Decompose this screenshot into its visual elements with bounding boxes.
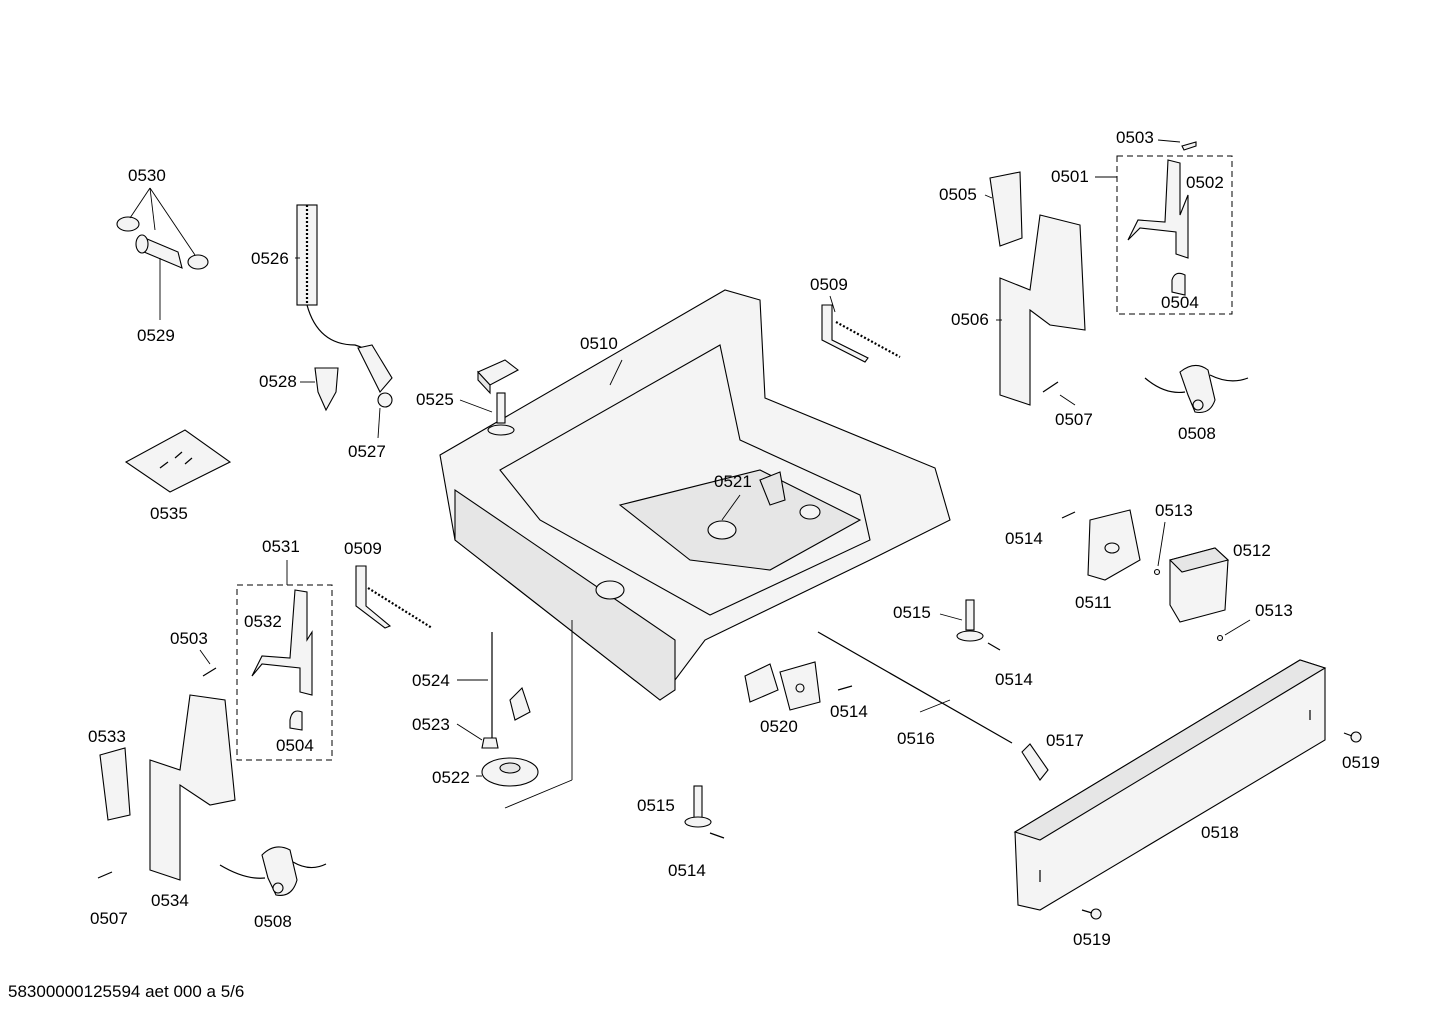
small-screws [709,511,1251,839]
label-0525: 0525 [416,390,454,409]
label-0509: 0509 [344,539,382,558]
label-0534: 0534 [151,891,189,910]
hinge-assembly-group-left [236,560,333,761]
channel-part-0521 [759,471,786,506]
label-0506: 0506 [951,310,989,329]
label-0535: 0535 [150,504,188,523]
door-spring-top [821,295,901,363]
hinge-cover-left [99,747,131,821]
hose-with-clamps [116,187,209,320]
screw-0507-top [1042,381,1076,406]
label-0508: 0508 [254,912,292,931]
hinge-bracket [996,214,1086,406]
float-assembly [456,632,539,787]
knob-0517 [1021,743,1049,781]
label-0529: 0529 [137,326,175,345]
label-0526: 0526 [251,249,289,268]
hinge-bracket-left [149,694,236,881]
hinge-hub-left [219,846,327,896]
label-0528: 0528 [259,372,297,391]
valve-0520 [744,661,821,711]
label-0505: 0505 [939,185,977,204]
label-0510: 0510 [580,334,618,353]
drain-hose [295,204,393,439]
label-0517: 0517 [1046,731,1084,750]
label-0507: 0507 [90,909,128,928]
label-0519: 0519 [1342,753,1380,772]
label-0513: 0513 [1155,501,1193,520]
hinge-cover [984,171,1023,247]
label-0513: 0513 [1255,601,1293,620]
label-0504: 0504 [276,736,314,755]
switch-housing [1087,509,1141,581]
label-0522: 0522 [432,768,470,787]
rod-0516 [817,631,1013,744]
label-0501: 0501 [1051,167,1089,186]
hinge-assembly-group [1095,139,1233,315]
label-0532: 0532 [244,612,282,631]
label-0512: 0512 [1233,541,1271,560]
label-0514: 0514 [668,861,706,880]
label-0533: 0533 [88,727,126,746]
label-0527: 0527 [348,442,386,461]
label-0518: 0518 [1201,823,1239,842]
label-0508: 0508 [1178,424,1216,443]
screw-0503-left [199,649,217,677]
fastener-bag [124,429,232,493]
label-0503: 0503 [1116,128,1154,147]
label-0516: 0516 [897,729,935,748]
label-0523: 0523 [412,715,450,734]
label-0511: 0511 [1075,593,1112,612]
door-spring-bottom [355,565,433,629]
label-0519: 0519 [1073,930,1111,949]
screw-0507-left [97,871,113,879]
foot-block-and-screw [459,359,520,436]
switch-cover [1168,547,1230,623]
label-0531: 0531 [262,537,300,556]
label-0504: 0504 [1161,293,1199,312]
label-0502: 0502 [1186,173,1224,192]
adjustable-foot-bottom [684,785,712,828]
document-footer: 58300000125594 aet 000 a 5/6 [8,982,245,1001]
label-0521: 0521 [714,472,752,491]
label-0524: 0524 [412,671,450,690]
label-0514: 0514 [1005,529,1043,548]
label-0514: 0514 [830,702,868,721]
label-0509: 0509 [810,275,848,294]
label-0503: 0503 [170,629,208,648]
label-0530: 0530 [128,166,166,185]
kickplate [1013,659,1327,911]
label-0515: 0515 [637,796,675,815]
kickplate-screws [1081,731,1362,920]
label-0514: 0514 [995,670,1033,689]
label-0507: 0507 [1055,410,1093,429]
hinge-hub-top [1144,364,1249,414]
adjustable-foot-right [939,599,984,642]
label-0515: 0515 [893,603,931,622]
base-tub [439,289,951,809]
hose-clip [300,367,339,412]
label-0520: 0520 [760,717,798,736]
